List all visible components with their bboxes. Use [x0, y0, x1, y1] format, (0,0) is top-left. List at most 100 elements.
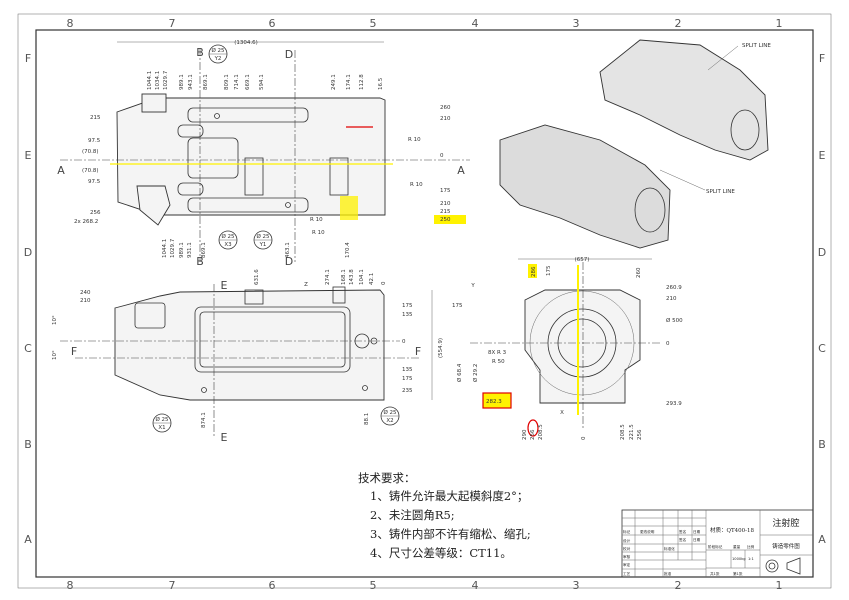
grid-column-label: 8 — [67, 579, 74, 592]
role-label: 审核 — [623, 554, 631, 559]
role-label: 审定 — [623, 562, 631, 567]
dimension-label: 1034.1 — [155, 71, 161, 90]
dimension-label: 249.1 — [331, 74, 337, 90]
dimension-label: 2x 268.2 — [74, 219, 98, 225]
grid-row-label: B — [24, 438, 32, 451]
section-label-b: B — [196, 255, 204, 268]
grid-column-label: 1 — [776, 17, 783, 30]
projection-symbol-circle-inner — [768, 562, 776, 570]
dimension-label: 1:1 — [748, 557, 754, 561]
side-view-outline — [114, 289, 385, 401]
top-view-slot-upper — [187, 107, 309, 123]
balloon-diameter: Ø 25 — [383, 409, 397, 416]
grid-column-label: 2 — [675, 17, 682, 30]
balloon-id: X1 — [158, 425, 165, 431]
dimension-label: 210 — [440, 116, 451, 122]
datum-z: Z — [304, 282, 308, 288]
dimension-label: 标准化 — [664, 546, 675, 551]
top-view-boss-lower — [136, 185, 171, 226]
dimension-label: 批准 — [664, 571, 672, 576]
section-label-d: D — [285, 255, 293, 268]
section-label-e: E — [221, 279, 228, 292]
dimension-label: 135 — [402, 367, 413, 373]
grid-row-label: B — [818, 438, 826, 451]
iso-view-lower — [499, 124, 671, 249]
section-label-f: F — [71, 345, 77, 358]
dimension-label: 943.1 — [188, 74, 194, 90]
dimension-label: 210 — [666, 296, 677, 302]
balloon-id: X2 — [386, 418, 393, 424]
dimension-label: (70.8) — [82, 149, 99, 155]
dimension-label: 931.1 — [187, 242, 193, 258]
dimension-label: 286 — [531, 266, 537, 277]
top-view-slot-short-1 — [177, 124, 204, 138]
dimension-label: 208.5 — [538, 424, 544, 440]
dimension-label: 104.1 — [359, 269, 365, 285]
top-view-slot-lower — [187, 197, 309, 213]
iso-view-upper — [599, 39, 769, 161]
dimension-label: 215 — [440, 209, 451, 215]
note-item: 1、铸件允许最大起模斜度2°； — [370, 489, 528, 503]
dimension-label: 290 — [522, 429, 528, 440]
section-label-b: B — [196, 46, 204, 59]
dimension-label: 274.1 — [325, 269, 331, 285]
dimension-label: 208.5 — [620, 424, 626, 440]
balloon-diameter: Ø 25 — [221, 233, 235, 240]
dimension-label: 168.1 — [341, 269, 347, 285]
grid-row-label: A — [24, 533, 32, 546]
role-label: 校对 — [623, 546, 631, 551]
grid-row-label: D — [818, 246, 826, 259]
grid-row-label: D — [24, 246, 32, 259]
section-label-a: A — [457, 164, 465, 177]
yellow-highlight-250 — [434, 215, 466, 224]
grid-column-label: 6 — [269, 579, 276, 592]
overall-height-dim: (554.9) — [438, 338, 444, 358]
note-item: 2、未注圆角R5; — [370, 508, 455, 522]
dimension-label: 989.1 — [179, 74, 185, 90]
dimension-label: 175 — [546, 265, 552, 276]
dimension-label: 1029.7 — [163, 70, 169, 90]
grid-row-label: C — [818, 342, 826, 355]
grid-row-label: E — [819, 149, 826, 162]
balloon-diameter: Ø 25 — [211, 47, 225, 54]
end-view-outline — [524, 289, 641, 404]
dimension-label: 235 — [402, 388, 413, 394]
notes-title: 技术要求： — [358, 471, 416, 485]
dimension-label: 260.9 — [666, 285, 682, 291]
dimension-label: 共1张 — [710, 571, 720, 576]
dimension-label: 重量 — [733, 544, 741, 549]
grid-column-label: 5 — [370, 579, 377, 592]
revision-header: 标记 — [623, 529, 631, 534]
grid-row-label: F — [819, 52, 825, 65]
isometric-views — [499, 39, 769, 249]
dimension-label: 256 — [530, 429, 536, 440]
dimension-label: 175 — [402, 303, 413, 309]
hole-x2 — [362, 385, 368, 391]
grid-row-label: E — [25, 149, 32, 162]
dimension-label: 0 — [381, 281, 387, 285]
hole-y1 — [285, 202, 291, 208]
dimension-label: 631.6 — [254, 269, 260, 285]
dimension-label: 日期 — [693, 537, 701, 542]
dimension-label: 比例 — [747, 544, 755, 549]
top-view-pocket — [187, 137, 239, 179]
balloon-id: Y1 — [259, 242, 267, 248]
grid-column-label: 7 — [169, 17, 176, 30]
dimension-label: 174.1 — [346, 74, 352, 90]
dimension-label: Ø 500 — [666, 317, 683, 324]
dimension-label: 175 — [452, 303, 463, 309]
dimension-label: 97.5 — [88, 138, 101, 144]
title-block — [621, 509, 814, 578]
split-line-label: SPLIT LINE — [706, 189, 735, 195]
role-label: 工艺 — [623, 571, 631, 576]
top-view-outline — [116, 97, 386, 216]
top-view — [60, 41, 470, 262]
grid-row-label: F — [25, 52, 31, 65]
dimension-label: R 10 — [410, 182, 423, 188]
section-label-a: A — [57, 164, 65, 177]
dimension-label: 1044.1 — [147, 71, 153, 90]
dimension-label: 0 — [402, 339, 406, 345]
dimension-label: 10° — [52, 315, 58, 325]
dimension-label: 170.4 — [345, 242, 351, 258]
